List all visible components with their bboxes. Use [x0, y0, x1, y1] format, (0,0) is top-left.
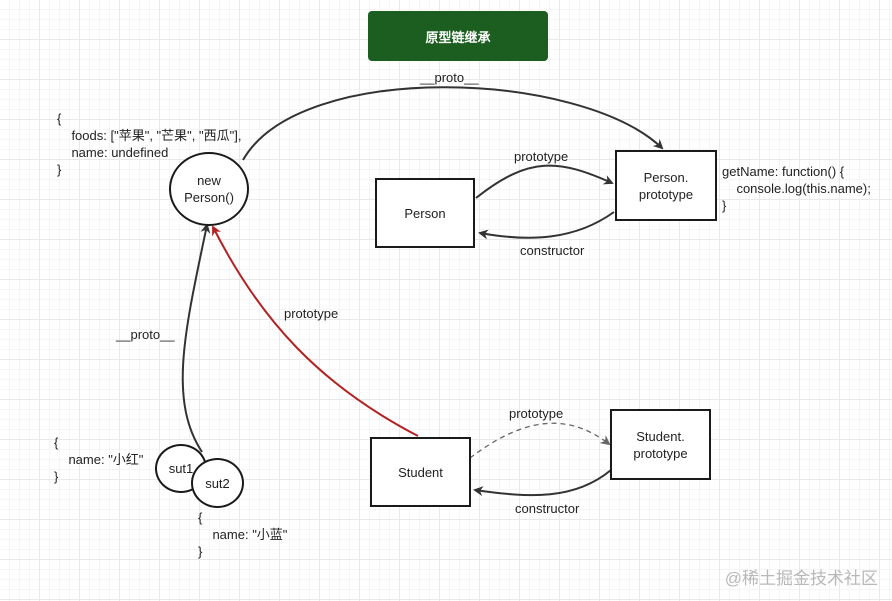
node-person-prototype: Person. prototype — [615, 150, 717, 221]
edge-person-constructor — [478, 211, 615, 240]
code-line: } — [54, 469, 59, 484]
node-sut2: sut2 — [191, 458, 244, 508]
code-sut1: { name: "小红" } — [54, 434, 143, 485]
edge-student-constructor — [473, 469, 612, 497]
code-line: } — [198, 544, 203, 559]
code-line: foods: ["苹果", "芒果", "西瓜"], — [57, 128, 242, 143]
code-line: { — [198, 510, 203, 525]
code-line: name: undefined — [57, 145, 169, 160]
diagram-title: 原型链继承 — [368, 11, 548, 61]
edge-sut-proto — [181, 223, 211, 453]
label-prototype-red: prototype — [284, 306, 339, 321]
code-line: console.log(this.name); — [722, 181, 871, 196]
edge-person-prototype — [475, 164, 614, 199]
code-line: { — [57, 111, 62, 126]
node-student-prototype: Student. prototype — [610, 409, 711, 480]
label-student-prototype: prototype — [509, 406, 564, 421]
code-line: name: "小红" — [54, 452, 144, 467]
node-person: Person — [375, 178, 475, 248]
node-student: Student — [370, 437, 471, 507]
label-person-constructor: constructor — [520, 243, 585, 258]
watermark: @稀土掘金技术社区 — [724, 569, 878, 588]
edge-student-prototype-dashed — [469, 422, 611, 459]
code-line: name: "小蓝" — [198, 527, 288, 542]
code-line: } — [722, 198, 727, 213]
code-sut2: { name: "小蓝" } — [198, 509, 287, 560]
label-proto-top: __proto__ — [420, 70, 479, 85]
node-new-person: new Person() — [169, 152, 249, 226]
label-proto-left: __proto__ — [116, 327, 175, 342]
code-person-prototype: getName: function() { console.log(this.n… — [722, 163, 871, 214]
code-line: getName: function() { — [722, 164, 845, 179]
code-line: } — [57, 162, 62, 177]
code-line: { — [54, 435, 59, 450]
edge-proto-to-person-prototype — [242, 86, 664, 161]
label-student-constructor: constructor — [515, 501, 580, 516]
edge-student-prototype-red — [212, 225, 419, 437]
label-person-prototype: prototype — [514, 149, 569, 164]
code-new-person: { foods: ["苹果", "芒果", "西瓜"], name: undef… — [57, 110, 241, 178]
